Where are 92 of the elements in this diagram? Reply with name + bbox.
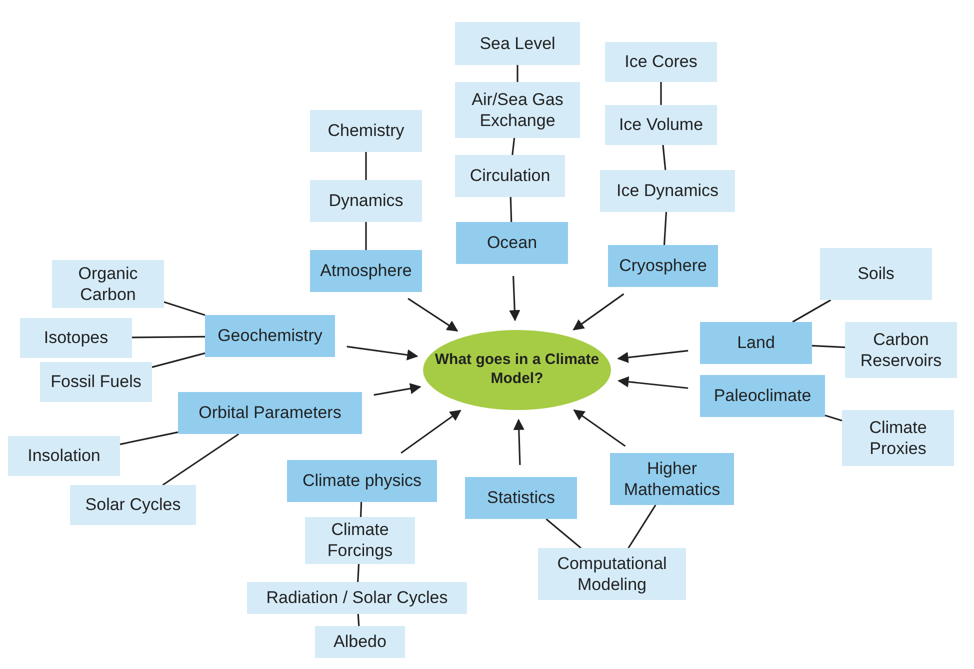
node-label: Dynamics (328, 190, 404, 212)
topic-box (605, 105, 717, 145)
node-label: Higher Mathematics (622, 458, 722, 500)
category-box (205, 315, 335, 357)
node-label: Computational Modeling (556, 552, 668, 596)
topic-box (605, 42, 717, 82)
connector-line (120, 431, 178, 446)
topic-box (538, 548, 686, 600)
connector-line (365, 152, 367, 180)
arrow (617, 350, 688, 363)
connector-line (660, 82, 662, 105)
node-label: Air/Sea Gas Exchange (470, 88, 564, 132)
node-label: Radiation / Solar Cycles (266, 587, 448, 609)
arrow (346, 346, 418, 360)
node-label: Land (737, 332, 775, 354)
connector-line (663, 212, 668, 246)
topic-box (600, 170, 735, 212)
topic-box (845, 322, 957, 378)
connector-line (360, 502, 362, 518)
category-box (608, 245, 718, 287)
node-label: Chemistry (328, 120, 404, 142)
topic-box (315, 626, 405, 658)
topic-box (305, 517, 415, 564)
arrow (573, 410, 626, 447)
node-label: Ocean (486, 232, 538, 254)
category-box (465, 477, 577, 519)
topic-box (455, 22, 580, 65)
category-box (178, 392, 362, 434)
node-label: Albedo (334, 631, 386, 653)
topic-box (70, 485, 196, 525)
topic-box (8, 436, 120, 476)
topic-box (247, 582, 467, 614)
topic-box (310, 180, 422, 222)
connector-line (516, 65, 518, 82)
node-label: Circulation (470, 165, 550, 187)
node-label: Soils (858, 263, 894, 285)
node-label: What goes in a Climate Model? (434, 351, 600, 389)
topic-box (52, 260, 164, 308)
topic-box (455, 155, 565, 197)
arrow (509, 276, 520, 322)
arrow (400, 410, 462, 454)
arrow (374, 383, 422, 396)
node-label: Atmosphere (320, 260, 412, 282)
connector-line (365, 222, 367, 250)
arrow (408, 298, 458, 332)
category-box (310, 250, 422, 292)
connector-line (812, 344, 846, 348)
arrow (617, 376, 688, 389)
node-label: Paleoclimate (714, 385, 812, 407)
connector-line (824, 414, 842, 422)
connector-line (152, 352, 206, 368)
connector-line (662, 144, 666, 170)
connector-line (546, 518, 582, 549)
category-box (287, 460, 437, 502)
node-label: Organic Carbon (77, 262, 139, 306)
node-label: Climate Proxies (868, 416, 928, 460)
topic-box (455, 82, 580, 138)
node-label: Sea Level (480, 32, 556, 54)
category-box (456, 222, 568, 264)
node-label: Solar Cycles (85, 494, 181, 516)
node-label: Ice Volume (618, 114, 704, 136)
node-label: Climate physics (302, 470, 422, 492)
connector-line (510, 196, 512, 222)
connector-line (164, 301, 206, 316)
node-label: Geochemistry (218, 325, 322, 347)
connector-line (357, 614, 360, 626)
connector-line (792, 299, 832, 323)
connector-line (162, 433, 240, 486)
topic-box (820, 248, 932, 300)
topic-box (842, 410, 954, 466)
category-box (700, 322, 812, 364)
node-label: Isotopes (44, 327, 108, 349)
node-label: Carbon Reservoirs (859, 328, 943, 372)
node-label: Climate Forcings (326, 519, 394, 562)
topic-box (40, 362, 152, 402)
arrow (572, 293, 624, 330)
node-label: Ice Dynamics (616, 180, 719, 202)
connector-line (132, 336, 205, 338)
topic-box (310, 110, 422, 152)
node-label: Insolation (28, 445, 100, 467)
node-label: Ice Cores (624, 51, 698, 73)
category-box (700, 375, 825, 417)
category-box (610, 453, 734, 505)
node-label: Orbital Parameters (198, 402, 342, 424)
connector-line (357, 562, 360, 582)
connector-line (628, 504, 656, 548)
arrow (513, 418, 524, 466)
topic-box (20, 318, 132, 358)
node-label: Statistics (486, 487, 556, 509)
node-label: Cryosphere (619, 255, 707, 277)
node-label: Fossil Fuels (50, 371, 142, 393)
connector-line (512, 138, 516, 156)
